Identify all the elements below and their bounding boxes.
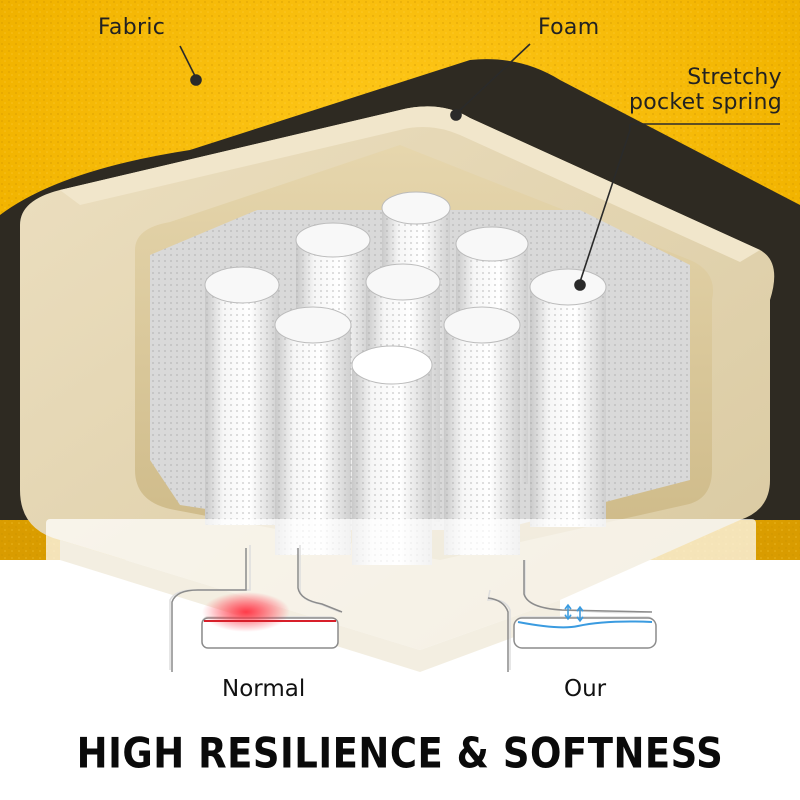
normal-posture-drawing xyxy=(171,548,343,672)
callout-lines xyxy=(179,43,780,291)
our-label: Our xyxy=(564,676,607,702)
relief-arrows-icon xyxy=(564,603,584,623)
pocket-spring-label: Stretchy pocket spring xyxy=(628,65,782,115)
fabric-label: Fabric xyxy=(98,15,166,40)
pocket-spring-label-line2: pocket spring xyxy=(628,89,782,115)
pocket-spring-label-line1: Stretchy xyxy=(687,65,782,90)
our-posture-drawing xyxy=(487,560,657,672)
comparison-card xyxy=(46,519,756,710)
foam-label: Foam xyxy=(538,15,600,40)
normal-label: Normal xyxy=(222,676,306,702)
headline: HIGH RESILIENCE & SOFTNESS xyxy=(76,729,724,778)
